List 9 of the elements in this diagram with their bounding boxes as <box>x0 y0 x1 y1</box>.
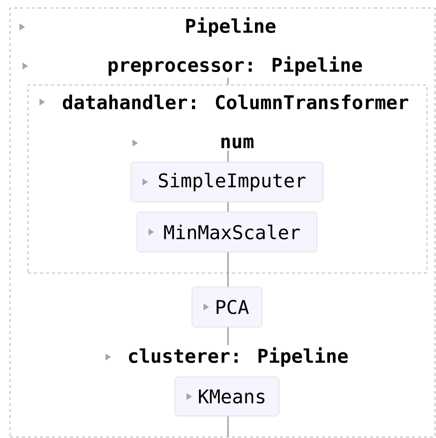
group-heading: preprocessor: Pipeline <box>108 56 362 76</box>
step-box: PCA <box>192 286 262 328</box>
group-heading: clusterer: Pipeline <box>128 347 348 367</box>
step-box: MinMaxScaler <box>136 212 318 252</box>
group-heading: Pipeline <box>186 17 276 37</box>
step-box: KMeans <box>174 376 280 416</box>
step-box: SimpleImputer <box>130 162 324 202</box>
group-heading: datahandler: ColumnTransformer <box>62 94 408 110</box>
group-heading: num <box>221 138 254 148</box>
